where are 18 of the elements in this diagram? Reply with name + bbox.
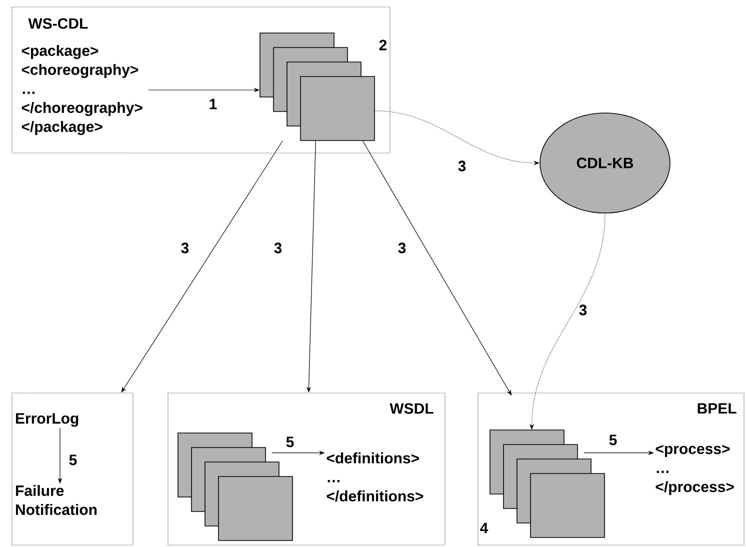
step-number: 4 — [480, 522, 488, 534]
step-number: 2 — [379, 40, 387, 50]
edge-label: 1 — [210, 98, 217, 110]
edge-label: 3 — [579, 304, 587, 316]
edge-label: 3 — [181, 242, 189, 254]
code-text: <process> … </process> — [656, 444, 734, 496]
container-box — [12, 392, 134, 546]
edge-label: 3 — [274, 242, 282, 254]
code-text: <definitions> … </definitions> — [326, 452, 424, 502]
code-text: <package> <choreography> … </choreography> </package> — [22, 44, 142, 136]
edge-label: 5 — [286, 436, 294, 448]
code-text: Failure Notification — [16, 485, 97, 515]
edge-label: 5 — [609, 434, 617, 446]
document-stack — [178, 432, 293, 541]
edge-label: 5 — [69, 454, 77, 466]
edge-label: 3 — [398, 242, 406, 254]
code-text: ErrorLog — [16, 413, 78, 427]
edge-label: 3 — [458, 160, 466, 172]
